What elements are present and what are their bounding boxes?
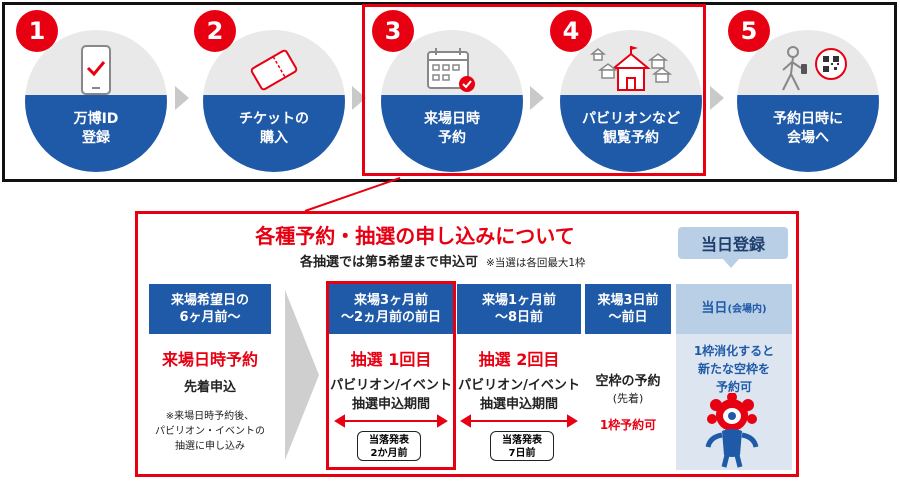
lottery-line: パビリオン/イベント bbox=[330, 378, 452, 393]
same-day-text: 新たな空枠を bbox=[697, 362, 770, 376]
lottery-line: 抽選申込期間 bbox=[479, 397, 558, 412]
lottery-1-highlight bbox=[326, 281, 456, 470]
walking-qr-icon bbox=[737, 44, 879, 96]
visit-reservation-title: 来場日時予約 bbox=[161, 350, 258, 369]
step-number-badge: 1 bbox=[16, 10, 58, 52]
step-1: 万博ID 登録 bbox=[25, 30, 167, 172]
step-label: 会場へ bbox=[787, 130, 829, 146]
pavilion-icon bbox=[560, 44, 702, 96]
first-come-label: 先着申込 bbox=[183, 380, 236, 395]
column-header: 来場3日前 ～前日 bbox=[585, 284, 671, 334]
panel-title: 各種予約・抽選の申し込みについて bbox=[255, 224, 575, 248]
step-label: 予約日時に bbox=[773, 111, 843, 127]
lottery-line: 抽選申込期間 bbox=[351, 397, 430, 412]
step-label: チケットの bbox=[239, 111, 309, 127]
step-label: 観覧予約 bbox=[603, 130, 659, 146]
smartphone-check-icon bbox=[25, 44, 167, 96]
bubble-line: 当落発表 bbox=[369, 435, 409, 446]
column-header-line: 来場3日前 bbox=[597, 293, 659, 308]
column-header: 当日(会場内) bbox=[676, 284, 792, 334]
column-header: 来場3ヶ月前 ～2ヵ月前の前日 bbox=[329, 284, 453, 334]
lottery-2-title: 抽選 2回目 bbox=[478, 350, 560, 369]
big-arrow-right-icon bbox=[285, 290, 319, 460]
bubble-line: 当落発表 bbox=[502, 435, 542, 446]
step-number-badge: 5 bbox=[728, 10, 770, 52]
steps-3-4-highlight bbox=[362, 4, 706, 176]
chevron-right-icon bbox=[175, 86, 189, 110]
step-number-badge: 4 bbox=[550, 10, 592, 52]
same-day-label: 当日 bbox=[701, 301, 728, 316]
note-line: パビリオン・イベントの bbox=[155, 426, 265, 437]
venue-label: (会場内) bbox=[727, 304, 767, 315]
column-1-month: 来場1ヶ月前 ～8日前 抽選 2回目 パビリオン/イベント 抽選申込期間 bbox=[457, 284, 581, 414]
one-slot-label: 1枠予約可 bbox=[599, 418, 657, 432]
first-come-note: (先着) bbox=[612, 392, 644, 405]
column-header-line: 来場3ヶ月前 bbox=[353, 293, 429, 308]
lottery-1-title: 抽選 1回目 bbox=[350, 350, 432, 369]
column-header-line: 6ヶ月前～ bbox=[179, 310, 241, 325]
step-label: 登録 bbox=[82, 130, 110, 146]
chevron-right-icon bbox=[530, 86, 544, 110]
note-line: ※来場日時予約後、 bbox=[165, 411, 255, 422]
step-label: パビリオンなど bbox=[582, 111, 680, 127]
column-header-line: 来場希望日の bbox=[170, 293, 249, 308]
bubble-line: 7日前 bbox=[508, 448, 536, 459]
step-3: 来場日時予約 bbox=[381, 30, 523, 172]
step-4: パビリオンなど観覧予約 bbox=[560, 30, 702, 172]
ticket-icon bbox=[203, 44, 345, 96]
step-label: 購入 bbox=[260, 130, 288, 146]
panel-subtitle: 各抽選では第5希望まで申込可 ※当選は各回最大1枠 bbox=[300, 251, 700, 270]
mascot-icon bbox=[700, 392, 764, 473]
chevron-right-icon bbox=[710, 86, 724, 110]
vacancy-label: 空枠の予約 bbox=[595, 374, 661, 389]
same-day-tag-tail bbox=[723, 259, 739, 268]
lottery-line: パビリオン/イベント bbox=[458, 378, 580, 393]
column-header-line: ～2ヵ月前の前日 bbox=[340, 310, 442, 325]
same-day-text: 予約可 bbox=[715, 380, 752, 394]
step-label: 万博ID bbox=[73, 111, 119, 127]
column-header: 来場希望日の 6ヶ月前～ bbox=[149, 284, 271, 334]
column-6-months: 来場希望日の 6ヶ月前～ 来場日時予約 先着申込 ※来場日時予約後、 パビリオン… bbox=[149, 284, 271, 454]
column-header-line: ～8日前 bbox=[494, 310, 544, 325]
column-3-days: 来場3日前 ～前日 空枠の予約 (先着) 1枠予約可 bbox=[585, 284, 671, 433]
column-3-months: 来場3ヶ月前 ～2ヵ月前の前日 抽選 1回目 パビリオン/イベント 抽選申込期間 bbox=[329, 284, 453, 414]
column-header-line: ～前日 bbox=[608, 310, 648, 325]
note-line: 抽選に申し込み bbox=[175, 441, 245, 452]
panel-subtitle-note: ※当選は各回最大1枠 bbox=[486, 257, 586, 269]
step-number-badge: 2 bbox=[194, 10, 236, 52]
step-5: 予約日時に会場へ bbox=[737, 30, 879, 172]
step-2: チケットの購入 bbox=[203, 30, 345, 172]
step-label: 予約 bbox=[438, 130, 466, 146]
panel-subtitle-text: 各抽選では第5希望まで申込可 bbox=[300, 255, 479, 270]
column-header: 来場1ヶ月前 ～8日前 bbox=[457, 284, 581, 334]
bubble-line: 2か月前 bbox=[370, 448, 408, 459]
announcement-bubble: 当落発表 2か月前 bbox=[357, 431, 421, 461]
step-number-badge: 3 bbox=[372, 10, 414, 52]
step-label: 来場日時 bbox=[424, 111, 480, 127]
calendar-check-icon bbox=[381, 44, 523, 96]
column-header-line: 来場1ヶ月前 bbox=[481, 293, 557, 308]
same-day-text: 1枠消化すると bbox=[693, 344, 775, 358]
same-day-tag: 当日登録 bbox=[678, 227, 788, 259]
announcement-bubble: 当落発表 7日前 bbox=[490, 431, 554, 461]
